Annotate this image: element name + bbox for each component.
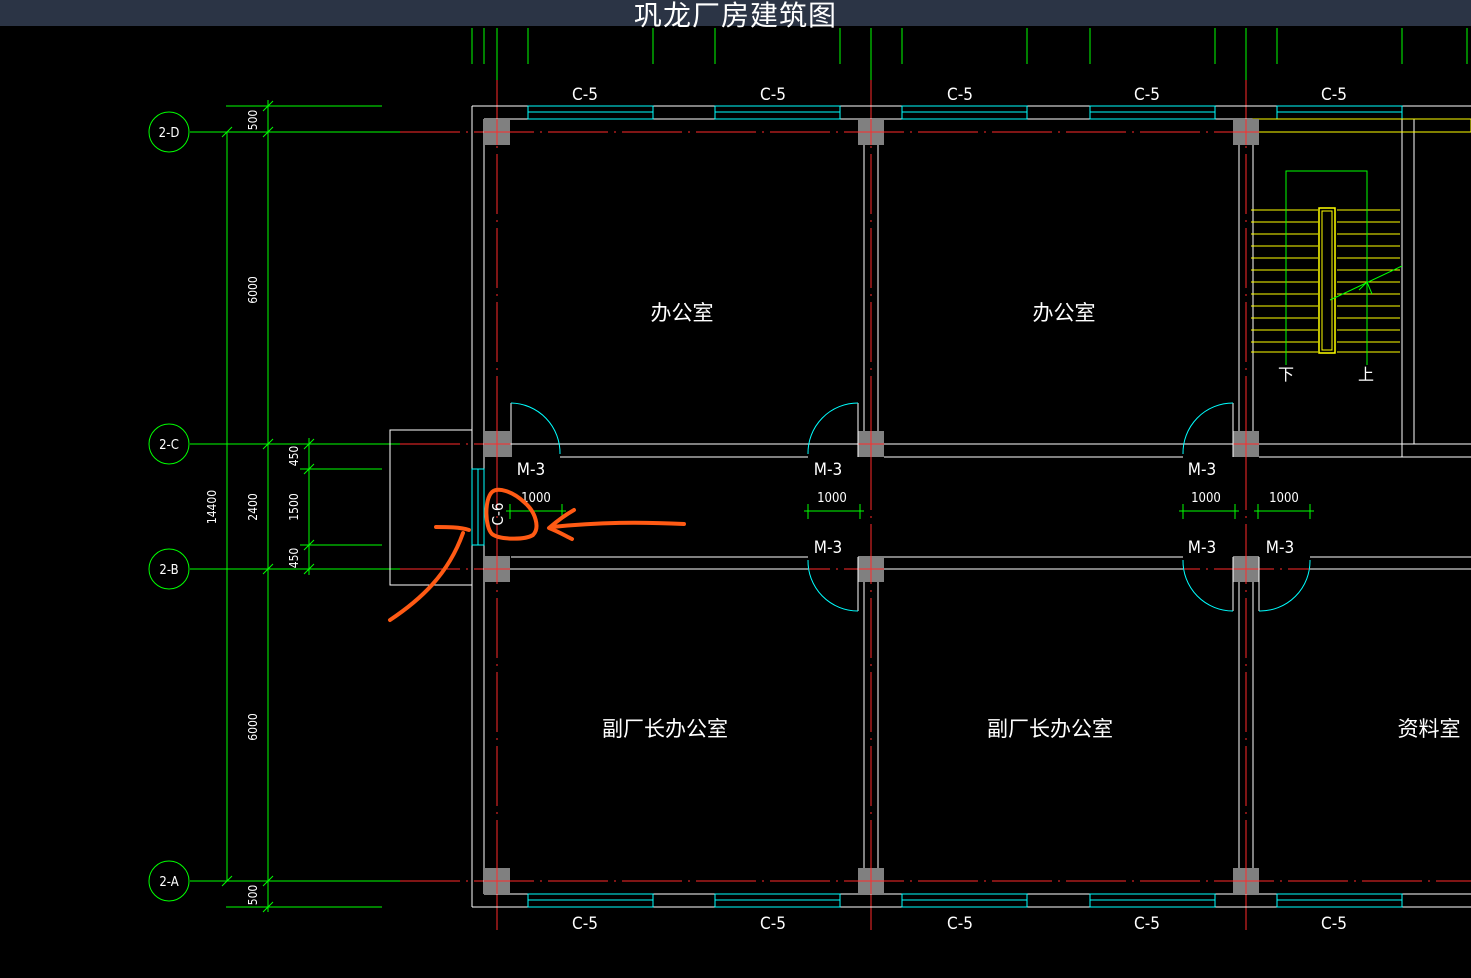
window-label-bottom: C-5 [947, 914, 973, 934]
column-marker-icon [858, 556, 884, 582]
axis-bubble-icon [148, 860, 190, 902]
annotations [388, 487, 686, 622]
dimension-segment: 500 [246, 110, 260, 131]
axis-label: 2-A [159, 875, 178, 890]
dimension-segment: 500 [246, 885, 260, 906]
axis-bubble-2-C: 2-C [148, 423, 190, 465]
vertical-dimension-lines [221, 100, 315, 913]
door-swing-icon [1182, 402, 1234, 457]
annotation-arrow-icon [388, 525, 471, 622]
room-labels: 办公室 办公室 副厂长办公室 副厂长办公室 资料室 [602, 301, 1461, 741]
window-title: 巩龙厂房建筑图 [633, 0, 837, 32]
axis-label: 2-C [159, 438, 179, 453]
dimension-corridor: 1500 [287, 493, 301, 521]
window-label-bottom: C-5 [760, 914, 786, 934]
dimension-corridor: 450 [287, 548, 301, 569]
axis-bubble-icon [148, 423, 190, 465]
axis-bubble-2-A: 2-A [148, 860, 190, 902]
dimension-segment: 6000 [246, 276, 260, 304]
entrance-canopy [389, 429, 473, 586]
window-label-bottom: C-5 [1134, 914, 1160, 934]
window-label-top: C-5 [1321, 85, 1347, 105]
stair-railing [1318, 207, 1336, 354]
room-label-archive: 资料室 [1398, 717, 1461, 741]
room-label-deputy-office: 副厂长办公室 [602, 717, 728, 741]
column-marker-icon [484, 556, 510, 582]
vertical-dimension-texts: 14400 500 6000 2400 6000 500 450 1500 45… [205, 110, 301, 906]
door-swing-icon [807, 402, 859, 457]
column-marker-icon [1233, 868, 1259, 894]
door-width: 1000 [1269, 491, 1299, 506]
room-label-deputy-office: 副厂长办公室 [987, 717, 1113, 741]
column-marker-icon [484, 431, 510, 457]
window-label-top: C-5 [760, 85, 786, 105]
door-width: 1000 [817, 491, 847, 506]
axis-extension-lines [190, 105, 400, 908]
top-right-beam [1252, 118, 1471, 133]
walls [471, 105, 1471, 908]
stair-treads [1251, 209, 1400, 353]
column-marker-icon [1233, 119, 1259, 145]
axis-bubble-2-B: 2-B [148, 548, 190, 590]
columns [484, 119, 1259, 894]
axis-label: 2-D [159, 126, 180, 141]
door-label: M-3 [1188, 538, 1216, 558]
room-label-office: 办公室 [1033, 301, 1096, 325]
column-marker-icon [858, 868, 884, 894]
top-extension-lines [471, 28, 1468, 80]
column-marker-icon [858, 119, 884, 145]
doors [510, 402, 1311, 612]
room-label-office: 办公室 [651, 301, 714, 325]
dimension-segment: 2400 [246, 493, 260, 521]
title-bar: 巩龙厂房建筑图 [0, 0, 1471, 32]
stair-arrows [1285, 170, 1403, 365]
window-label-bottom: C-5 [572, 914, 598, 934]
window-openings [471, 105, 1403, 908]
door-label: M-3 [517, 460, 545, 480]
stair-up-label: 上 [1358, 365, 1374, 384]
window-label-top: C-5 [1134, 85, 1160, 105]
door-width-texts: 1000 1000 1000 1000 [521, 491, 1299, 506]
column-marker-icon [1233, 431, 1259, 457]
door-swing-icon [510, 402, 561, 457]
axis-bubbles: 2-D 2-C 2-B 2-A [148, 111, 190, 902]
annotation-arrow-icon [547, 508, 686, 541]
dimension-overall: 14400 [205, 490, 219, 524]
door-width: 1000 [1191, 491, 1221, 506]
stair: 下 上 [1251, 170, 1403, 384]
dimension-segment: 6000 [246, 713, 260, 741]
column-marker-icon [858, 431, 884, 457]
axis-bubble-icon [148, 111, 190, 153]
door-label: M-3 [1188, 460, 1216, 480]
window-labels: C-5 C-5 C-5 C-5 C-5 C-5 C-5 C-5 C-5 C-5 … [489, 85, 1347, 934]
door-width: 1000 [521, 491, 551, 506]
floor-plan-drawing[interactable]: 2-D 2-C 2-B 2-A 14400 500 6000 [0, 26, 1471, 978]
door-label: M-3 [1266, 538, 1294, 558]
axis-label: 2-B [159, 563, 178, 578]
window-label-bottom: C-5 [1321, 914, 1347, 934]
column-marker-icon [484, 119, 510, 145]
stair-down-label: 下 [1278, 365, 1294, 384]
dimension-ticks [221, 100, 315, 913]
door-swing-icon [1182, 557, 1234, 612]
axis-bubble-2-D: 2-D [148, 111, 190, 153]
door-label: M-3 [814, 460, 842, 480]
dimension-corridor: 450 [287, 446, 301, 467]
window-label-top: C-5 [947, 85, 973, 105]
door-width-dimensions [506, 504, 1314, 519]
window-label-top: C-5 [572, 85, 598, 105]
window-label-side: C-6 [489, 503, 507, 526]
door-swing-icon [1258, 557, 1311, 612]
door-labels: M-3 M-3 M-3 M-3 M-3 M-3 [517, 460, 1294, 558]
axis-bubble-icon [148, 548, 190, 590]
door-swing-icon [807, 557, 859, 612]
column-marker-icon [1233, 556, 1259, 582]
door-label: M-3 [814, 538, 842, 558]
annotation-circle-icon [484, 487, 539, 541]
column-marker-icon [484, 868, 510, 894]
